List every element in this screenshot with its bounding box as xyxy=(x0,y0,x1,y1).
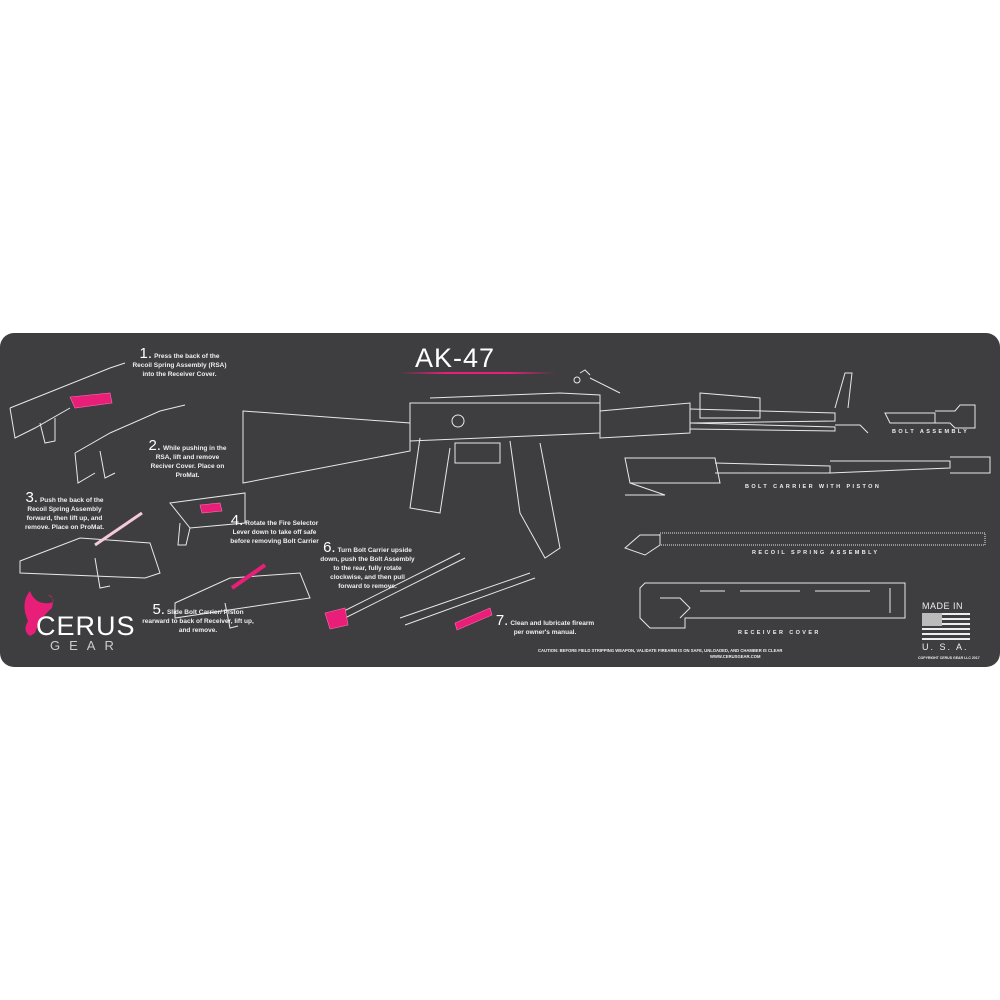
ak47-rifle-drawing xyxy=(242,369,869,559)
recoil-spring-drawing xyxy=(624,532,986,556)
brand-sub: GEAR xyxy=(50,638,123,653)
step-2: 2.While pushing in the RSA, lift and rem… xyxy=(148,437,227,479)
label-bolt-assembly: BOLT ASSEMBLY xyxy=(892,429,970,435)
receiver-cover-drawing xyxy=(639,582,906,629)
step-5: 5.Slide Bolt Carrier/ Piston rearward to… xyxy=(142,601,254,634)
bolt-assembly-drawing xyxy=(884,404,976,429)
title-underline xyxy=(400,372,555,374)
bolt-carrier-drawing xyxy=(624,456,991,496)
line-art xyxy=(9,362,991,640)
copyright: COPYRIGHT CERUS GEAR LLC 2017 xyxy=(918,656,980,660)
cleaning-mat: AK-47 1.Press the back of the Recoil Spr… xyxy=(0,333,1000,667)
cerus-logo-icon xyxy=(24,591,54,636)
page-title: AK-47 xyxy=(415,343,496,373)
label-recoil-spring: RECOIL SPRING ASSEMBLY xyxy=(752,550,880,556)
step-1: 1.Press the back of the Recoil Spring As… xyxy=(132,345,227,378)
step-3: 3.Push the back of the Recoil Spring Ass… xyxy=(24,489,105,531)
made-in-label: MADE IN xyxy=(922,601,964,611)
label-receiver-cover: RECEIVER COVER xyxy=(738,630,821,636)
label-bolt-carrier: BOLT CARRIER WITH PISTON xyxy=(745,484,882,490)
caution-text: CAUTION: BEFORE FIELD STRIPPING WEAPON, … xyxy=(538,648,783,653)
step-illustrations xyxy=(9,362,536,631)
website-link[interactable]: WWW.CERUSGEAR.COM xyxy=(710,654,761,659)
brand-name: CERUS xyxy=(36,611,136,641)
usa-label: U. S. A. xyxy=(922,642,969,652)
step-4: 4.Rotate the Fire Selector Lever down to… xyxy=(230,512,319,545)
step-6: 6.Turn Bolt Carrier upside down, push th… xyxy=(320,539,415,590)
us-flag-icon xyxy=(922,613,970,640)
step-7: 7.Clean and lubricate firearm per owner'… xyxy=(495,612,595,636)
